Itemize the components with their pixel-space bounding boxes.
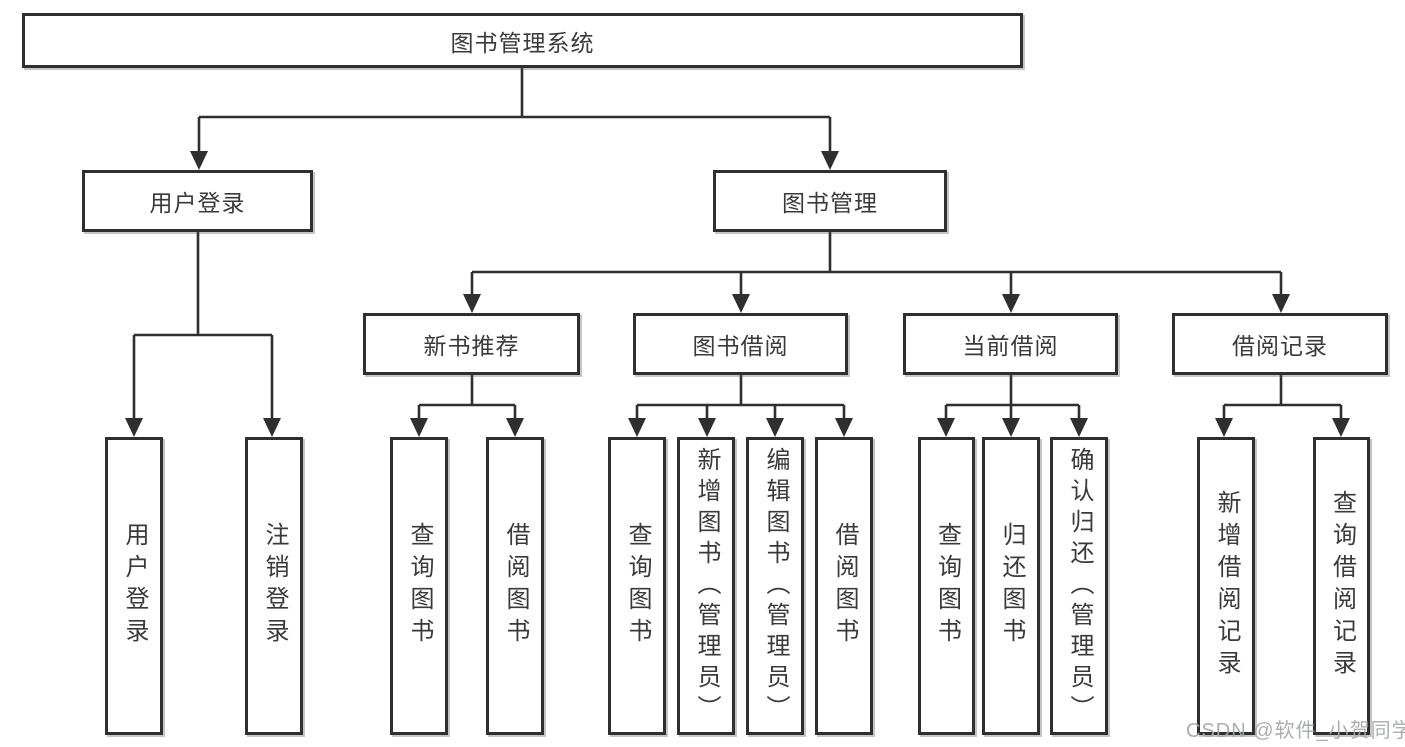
node-user-login: 用户登录: [82, 170, 313, 232]
leaf-borrow-books-recommend: 借阅图书: [486, 437, 544, 735]
leaf-query-borrow-record-label: 查询借阅记录: [1328, 490, 1356, 682]
leaf-query-books-current-label: 查询图书: [933, 522, 961, 650]
leaf-confirm-return-admin-label: 确认归还（管理员）: [1066, 446, 1093, 726]
node-book-borrowing: 图书借阅: [633, 313, 848, 375]
leaf-borrow-books: 借阅图书: [815, 437, 873, 735]
leaf-add-borrow-record: 新增借阅记录: [1197, 437, 1255, 735]
leaf-add-books-admin-label: 新增图书（管理员）: [693, 446, 720, 726]
leaf-query-borrow-record: 查询借阅记录: [1313, 437, 1370, 735]
node-borrowing-records: 借阅记录: [1172, 313, 1388, 375]
node-current-borrowing: 当前借阅: [903, 313, 1118, 375]
leaf-user-login: 用户登录: [105, 437, 163, 735]
csdn-watermark: CSDN @软件_小贺同学: [1186, 720, 1405, 742]
leaf-user-login-label: 用户登录: [121, 522, 148, 650]
connector-lines: [132, 68, 1343, 420]
leaf-add-books-admin: 新增图书（管理员）: [677, 437, 735, 735]
leaf-return-books-label: 归还图书: [998, 522, 1025, 650]
node-borrowing-records-label: 借阅记录: [1232, 333, 1328, 359]
node-root-label: 图书管理系统: [450, 29, 595, 56]
node-current-borrowing-label: 当前借阅: [962, 333, 1059, 359]
leaf-logout-label: 注销登录: [261, 522, 288, 650]
leaf-borrow-books-recommend-label: 借阅图书: [502, 522, 529, 650]
arrowheads: [125, 151, 1350, 437]
leaf-return-books: 归还图书: [982, 437, 1040, 735]
node-root-system: 图书管理系统: [22, 13, 1023, 68]
leaf-query-books-recommend-label: 查询图书: [406, 522, 433, 650]
leaf-query-books-recommend: 查询图书: [390, 437, 448, 735]
leaf-query-books-borrowing: 查询图书: [608, 437, 666, 735]
leaf-query-books-current: 查询图书: [918, 437, 975, 735]
node-new-book-recommend: 新书推荐: [363, 313, 580, 375]
node-new-book-recommend-label: 新书推荐: [423, 333, 520, 359]
leaf-logout: 注销登录: [245, 437, 303, 735]
leaf-add-borrow-record-label: 新增借阅记录: [1213, 490, 1240, 682]
leaf-query-books-borrowing-label: 查询图书: [624, 522, 651, 650]
leaf-edit-books-admin: 编辑图书（管理员）: [746, 437, 804, 735]
leaf-borrow-books-label: 借阅图书: [831, 522, 858, 650]
leaf-edit-books-admin-label: 编辑图书（管理员）: [762, 446, 789, 726]
node-book-management: 图书管理: [713, 170, 947, 232]
node-user-login-label: 用户登录: [149, 190, 246, 216]
leaf-confirm-return-admin: 确认归还（管理员）: [1050, 437, 1108, 735]
node-book-management-label: 图书管理: [782, 190, 878, 216]
node-book-borrowing-label: 图书借阅: [692, 333, 789, 359]
